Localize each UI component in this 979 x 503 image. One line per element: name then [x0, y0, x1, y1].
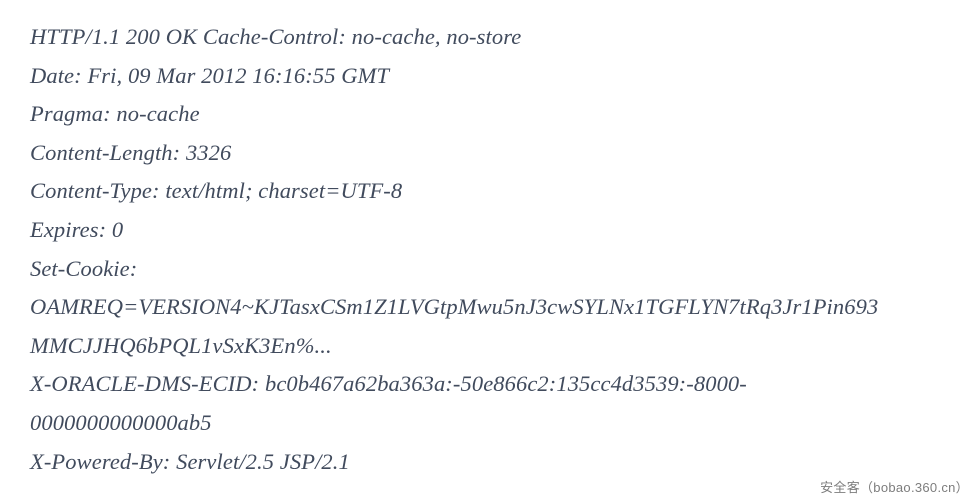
- http-headers-block: HTTP/1.1 200 OK Cache-Control: no-cache,…: [30, 18, 969, 481]
- header-line-set-cookie-label: Set-Cookie:: [30, 255, 138, 281]
- source-watermark: 安全客（bobao.360.cn）: [820, 480, 969, 495]
- header-line-date: Date: Fri, 09 Mar 2012 16:16:55 GMT: [30, 62, 390, 88]
- header-line-x-oracle-dms-ecid-1: X-ORACLE-DMS-ECID: bc0b467a62ba363a:-50e…: [30, 371, 747, 397]
- header-line-x-powered-by: X-Powered-By: Servlet/2.5 JSP/2.1: [30, 448, 350, 474]
- header-line-set-cookie-value-2: MMCJJHQ6bPQL1vSxK3En%...: [30, 332, 332, 358]
- header-line-status-and-cache-control: HTTP/1.1 200 OK Cache-Control: no-cache,…: [30, 24, 522, 49]
- header-line-pragma: Pragma: no-cache: [30, 101, 200, 127]
- header-line-content-length: Content-Length: 3326: [30, 139, 232, 165]
- header-line-content-type: Content-Type: text/html; charset=UTF-8: [30, 178, 403, 204]
- header-line-x-oracle-dms-ecid-2: 0000000000000ab5: [30, 409, 212, 435]
- header-line-expires: Expires: 0: [30, 216, 124, 242]
- header-line-set-cookie-value-1: OAMREQ=VERSION4~KJTasxCSm1Z1LVGtpMwu5nJ3…: [30, 294, 879, 320]
